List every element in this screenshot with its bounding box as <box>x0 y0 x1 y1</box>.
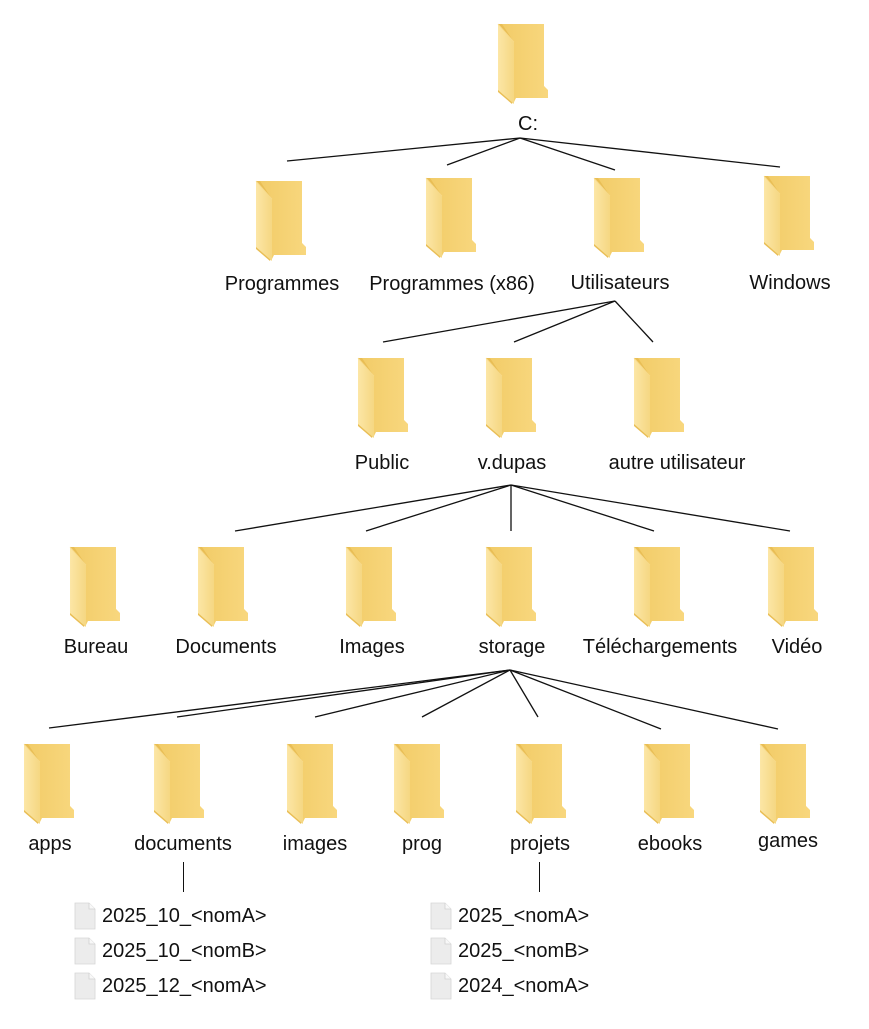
edge-root-utilisateurs <box>519 137 616 171</box>
file-icon <box>74 902 96 930</box>
edge-storage-ebooks <box>509 669 662 730</box>
edge-vdupas-documents_u <box>234 484 512 532</box>
edge-vdupas-video <box>510 484 791 532</box>
folder-label: Téléchargements <box>582 636 738 658</box>
file-icon <box>74 937 96 965</box>
edge-root-programmes <box>286 137 521 162</box>
file-name: 2025_10_<nomB> <box>102 940 267 962</box>
file-item[interactable]: 2025_10_<nomB> <box>74 936 267 966</box>
folder-icon <box>630 354 686 438</box>
folder-icon <box>760 172 816 256</box>
folder-icon <box>194 543 250 627</box>
folder-icon <box>640 740 696 824</box>
folder-icon <box>390 740 446 824</box>
file-icon <box>430 902 452 930</box>
folder-icon <box>494 20 550 104</box>
file-name: 2025_<nomA> <box>458 905 590 927</box>
file-item[interactable]: 2025_<nomB> <box>430 936 589 966</box>
file-name: 2025_<nomB> <box>458 940 590 962</box>
edge-utilisateurs-autre <box>614 300 654 343</box>
folder-label: Programmes (x86) <box>369 273 535 295</box>
folder-icon <box>20 740 76 824</box>
folder-label: autre utilisateur <box>608 452 746 474</box>
edge-root-programmes_x86 <box>446 137 521 166</box>
folder-label: projets <box>509 833 571 855</box>
connector-projets-files <box>539 862 540 892</box>
folder-icon <box>283 740 339 824</box>
folder-icon <box>354 354 410 438</box>
folder-icon <box>66 543 122 627</box>
file-name: 2025_12_<nomA> <box>102 975 267 997</box>
folder-label: Documents <box>175 636 277 658</box>
edge-root-windows <box>519 137 781 168</box>
file-icon <box>430 937 452 965</box>
edge-utilisateurs-vdupas <box>513 300 616 343</box>
folder-icon <box>512 740 568 824</box>
folder-label: games <box>757 830 819 852</box>
folder-icon <box>342 543 398 627</box>
folder-label: Vidéo <box>771 636 823 658</box>
edge-vdupas-telechargements <box>510 484 655 532</box>
file-item[interactable]: 2025_<nomA> <box>430 901 589 931</box>
file-item[interactable]: 2025_10_<nomA> <box>74 901 267 931</box>
file-item[interactable]: 2024_<nomA> <box>430 971 589 1001</box>
folder-label: Programmes <box>224 273 340 295</box>
file-icon <box>74 972 96 1000</box>
folder-icon <box>764 543 820 627</box>
folder-label: ebooks <box>637 833 703 855</box>
folder-icon <box>150 740 206 824</box>
folder-label: Images <box>339 636 405 658</box>
edge-vdupas-images_u <box>365 484 512 532</box>
file-item[interactable]: 2025_12_<nomA> <box>74 971 267 1001</box>
folder-icon <box>590 174 646 258</box>
edge-utilisateurs-public <box>382 300 616 343</box>
folder-label: images <box>282 833 348 855</box>
folder-icon <box>482 354 538 438</box>
folder-label: Public <box>354 452 410 474</box>
folder-label: v.dupas <box>477 452 547 474</box>
folder-icon <box>422 174 478 258</box>
folder-label: documents <box>134 833 232 855</box>
folder-label: storage <box>478 636 546 658</box>
edge-storage-prog <box>421 669 511 718</box>
folder-icon <box>482 543 538 627</box>
edge-storage-apps <box>48 669 511 729</box>
folder-label: C: <box>518 113 538 135</box>
folder-label: Windows <box>749 272 831 294</box>
edge-storage-games <box>509 669 779 730</box>
folder-label: prog <box>401 833 443 855</box>
edge-storage-images <box>314 669 511 718</box>
file-name: 2025_10_<nomA> <box>102 905 267 927</box>
folder-icon <box>630 543 686 627</box>
folder-label: Utilisateurs <box>570 272 670 294</box>
edge-storage-projets <box>509 669 539 718</box>
folder-icon <box>252 177 308 261</box>
file-name: 2024_<nomA> <box>458 975 590 997</box>
file-icon <box>430 972 452 1000</box>
folder-label: Bureau <box>63 636 129 658</box>
edge-storage-documents <box>176 669 511 718</box>
folder-icon <box>756 740 812 824</box>
connector-documents-files <box>183 862 184 892</box>
folder-label: apps <box>28 833 72 855</box>
